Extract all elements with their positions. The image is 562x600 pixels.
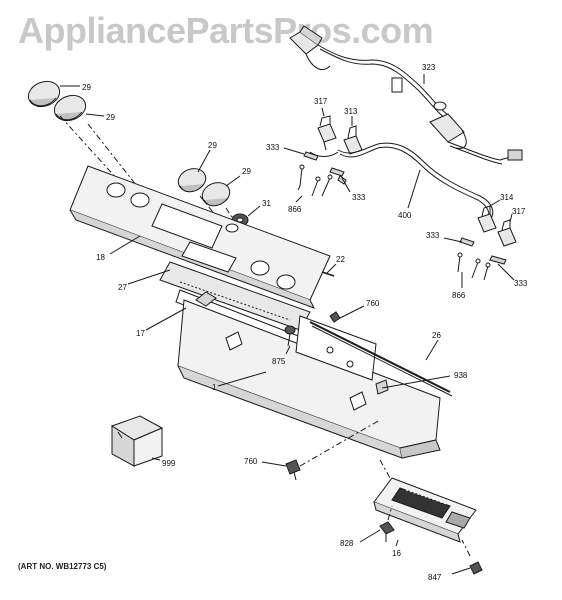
callout-847: 847 bbox=[428, 573, 442, 582]
screw-847 bbox=[461, 539, 483, 575]
switch-317-top bbox=[317, 115, 337, 151]
callout-27: 27 bbox=[118, 283, 127, 292]
callout-18: 18 bbox=[96, 253, 105, 262]
knob-29-a bbox=[27, 80, 61, 108]
callout-333-b: 333 bbox=[352, 193, 366, 202]
wire-harness-323 bbox=[289, 25, 523, 165]
callout-400: 400 bbox=[398, 211, 412, 220]
knob-29-d bbox=[201, 182, 231, 207]
screws-866-a bbox=[297, 164, 333, 197]
callout-760-b: 760 bbox=[244, 457, 258, 466]
callout-29-a: 29 bbox=[82, 83, 91, 92]
control-board-16 bbox=[373, 459, 477, 543]
callout-333-c: 333 bbox=[426, 231, 440, 240]
callout-760-a: 760 bbox=[366, 299, 380, 308]
screw-760-a bbox=[329, 311, 341, 323]
callout-313: 313 bbox=[344, 107, 358, 116]
callout-29-b: 29 bbox=[106, 113, 115, 122]
terminal-333-c bbox=[459, 237, 475, 247]
art-number: (ART NO. WB12773 C5) bbox=[18, 562, 107, 571]
terminal-333-d bbox=[489, 255, 507, 265]
callout-22: 22 bbox=[336, 255, 345, 264]
callout-333-d: 333 bbox=[514, 279, 528, 288]
callout-29-d: 29 bbox=[242, 167, 251, 176]
terminal-333-a bbox=[303, 151, 319, 161]
clip-875 bbox=[284, 325, 296, 347]
callout-323: 323 bbox=[422, 63, 436, 72]
wire-harness-400 bbox=[309, 142, 494, 223]
knob-29-b bbox=[53, 94, 87, 122]
switch-313 bbox=[343, 125, 363, 155]
screws-866-b bbox=[457, 252, 491, 281]
callout-26: 26 bbox=[432, 331, 441, 340]
nut-828 bbox=[379, 505, 395, 542]
callout-29-c: 29 bbox=[208, 141, 217, 150]
callout-866-b: 866 bbox=[452, 291, 466, 300]
callout-314: 314 bbox=[500, 193, 514, 202]
callout-828: 828 bbox=[340, 539, 354, 548]
clip-938 bbox=[375, 379, 389, 395]
callout-labels: 29 29 29 29 317 313 323 333 333 866 400 … bbox=[82, 63, 528, 582]
control-panel-18 bbox=[69, 165, 331, 309]
callout-938: 938 bbox=[454, 371, 468, 380]
callout-866-a: 866 bbox=[288, 205, 302, 214]
screw-760-b bbox=[285, 419, 381, 481]
callout-317-top: 317 bbox=[314, 97, 328, 106]
callout-17: 17 bbox=[136, 329, 145, 338]
kit-999 bbox=[110, 415, 164, 467]
callout-317-bottom: 317 bbox=[512, 207, 526, 216]
callout-999: 999 bbox=[162, 459, 176, 468]
leader-lines bbox=[60, 74, 515, 575]
knob-29-c bbox=[177, 168, 207, 193]
switch-317-bottom bbox=[497, 219, 517, 247]
lens-22 bbox=[321, 271, 335, 277]
callout-16: 16 bbox=[392, 549, 401, 558]
callout-1: 1 bbox=[212, 383, 217, 392]
watermark: AppliancePartsPros.com bbox=[18, 10, 434, 51]
callout-31: 31 bbox=[262, 199, 271, 208]
callout-333-a: 333 bbox=[266, 143, 280, 152]
switch-314 bbox=[477, 205, 497, 233]
housing-1 bbox=[177, 299, 441, 459]
callout-875: 875 bbox=[272, 357, 286, 366]
